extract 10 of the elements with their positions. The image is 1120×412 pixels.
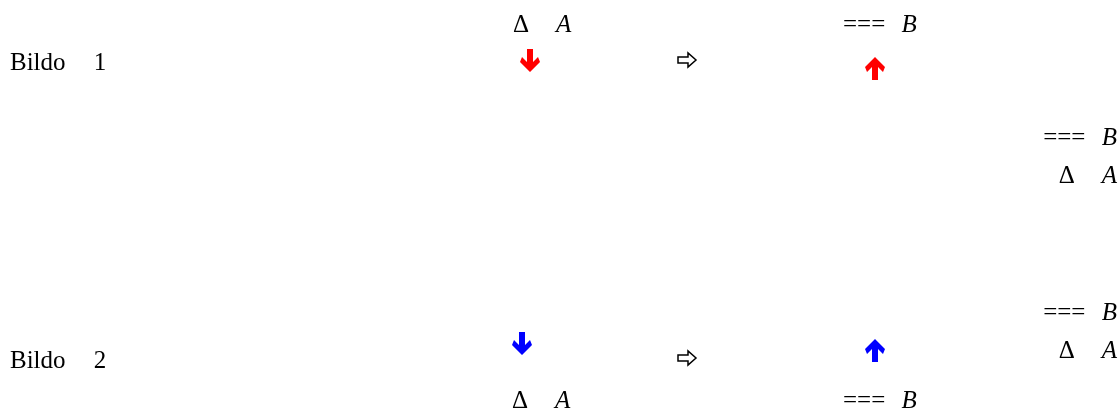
formula-text: === B (843, 385, 917, 412)
formula-text: Δ A (1058, 335, 1117, 365)
formula-text: Δ A (512, 385, 571, 412)
formula-text: Δ A (513, 9, 572, 39)
figure-label: Bildo 1 (10, 47, 107, 77)
formula-text: === B (843, 9, 917, 39)
figure-label: Bildo 2 (10, 345, 107, 375)
formula-text: === B (1043, 122, 1117, 152)
formula-text: === B (1043, 297, 1117, 327)
formula-text: Δ A (1058, 160, 1117, 190)
